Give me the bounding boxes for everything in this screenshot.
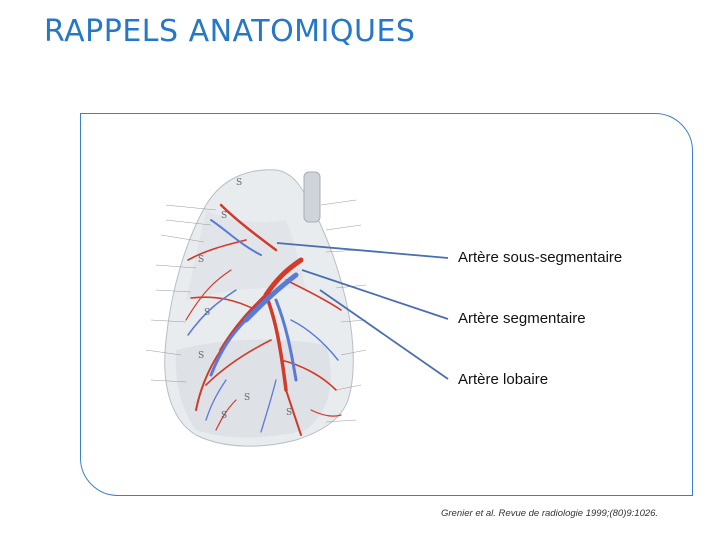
svg-text:S: S: [286, 408, 292, 418]
pointer-line-sous-segmentaire: [276, 242, 449, 259]
pointer-line-segmentaire: [301, 269, 449, 320]
pointer-line-lobaire: [319, 289, 449, 380]
svg-text:S: S: [236, 178, 242, 188]
svg-text:S: S: [244, 393, 250, 403]
artery-tree: [185, 203, 342, 436]
slide-title: RAPPELS ANATOMIQUES: [44, 14, 416, 49]
label-artere-sous-segmentaire: Artère sous-segmentaire: [458, 249, 623, 266]
svg-text:S: S: [198, 351, 204, 361]
trachea: [303, 171, 321, 223]
svg-text:S: S: [221, 411, 227, 421]
figure-frame: [80, 113, 693, 496]
label-artere-segmentaire: Artère segmentaire: [458, 310, 586, 327]
citation: Grenier et al. Revue de radiologie 1999;…: [441, 508, 659, 519]
svg-text:S: S: [221, 211, 227, 221]
label-artere-lobaire: Artère lobaire: [458, 371, 549, 388]
svg-text:S: S: [198, 255, 204, 265]
svg-text:S: S: [204, 308, 210, 318]
lung-illustration: S S S S S S S S: [145, 169, 367, 447]
vein-tree: [187, 219, 339, 433]
